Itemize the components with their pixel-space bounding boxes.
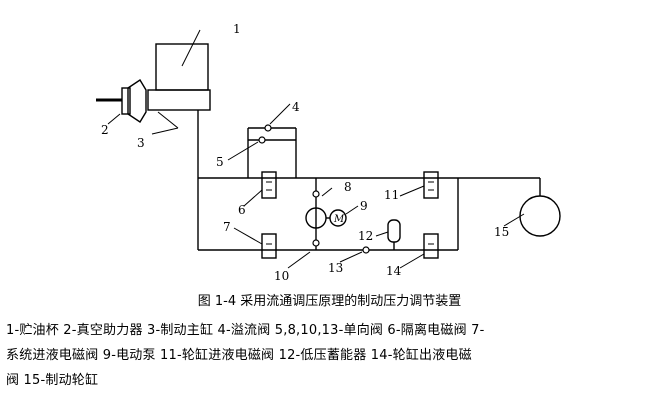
label-9: 9 (360, 199, 368, 213)
vacuum-booster (96, 79, 147, 125)
label-8: 8 (344, 180, 352, 194)
check-valve-5 (258, 136, 266, 144)
wheel-cylinder (519, 195, 561, 237)
reservoir (155, 43, 209, 91)
inlet-valve-system (261, 233, 277, 259)
label-14: 14 (386, 264, 402, 278)
figure-legend: 1-贮油杯 2-真空助力器 3-制动主缸 4-溢流阀 5,8,10,13-单向阀… (6, 318, 656, 393)
label-13: 13 (328, 261, 343, 275)
motor-symbol: M (333, 214, 345, 225)
wheel-inlet-valve (423, 171, 439, 199)
label-12: 12 (358, 229, 373, 243)
isolation-valve (261, 171, 277, 199)
figure-caption: 图 1-4 采用流通调压原理的制动压力调节装置 (197, 294, 462, 309)
check-valve-13 (362, 246, 370, 254)
label-15: 15 (494, 225, 509, 239)
label-11: 11 (384, 188, 399, 202)
label-4: 4 (292, 100, 300, 114)
label-2: 2 (101, 123, 109, 137)
label-10: 10 (274, 269, 289, 283)
label-1: 1 (233, 22, 241, 36)
legend-line-1: 1-贮油杯 2-真空助力器 3-制动主缸 4-溢流阀 5,8,10,13-单向阀… (6, 323, 485, 338)
accumulator (387, 219, 401, 243)
relief-valve (264, 124, 272, 132)
check-valve-8 (312, 190, 320, 198)
legend-line-3: 阀 15-制动轮缸 (6, 373, 99, 388)
legend-line-2: 系统进液电磁阀 9-电动泵 11-轮缸进液电磁阀 12-低压蓄能器 14-轮缸出… (6, 348, 472, 363)
wheel-outlet-valve (423, 233, 439, 259)
label-3: 3 (137, 136, 145, 150)
check-valve-10 (312, 239, 320, 247)
label-6: 6 (238, 203, 246, 217)
label-7: 7 (223, 220, 231, 234)
master-cylinder (147, 89, 211, 111)
label-5: 5 (216, 155, 224, 169)
